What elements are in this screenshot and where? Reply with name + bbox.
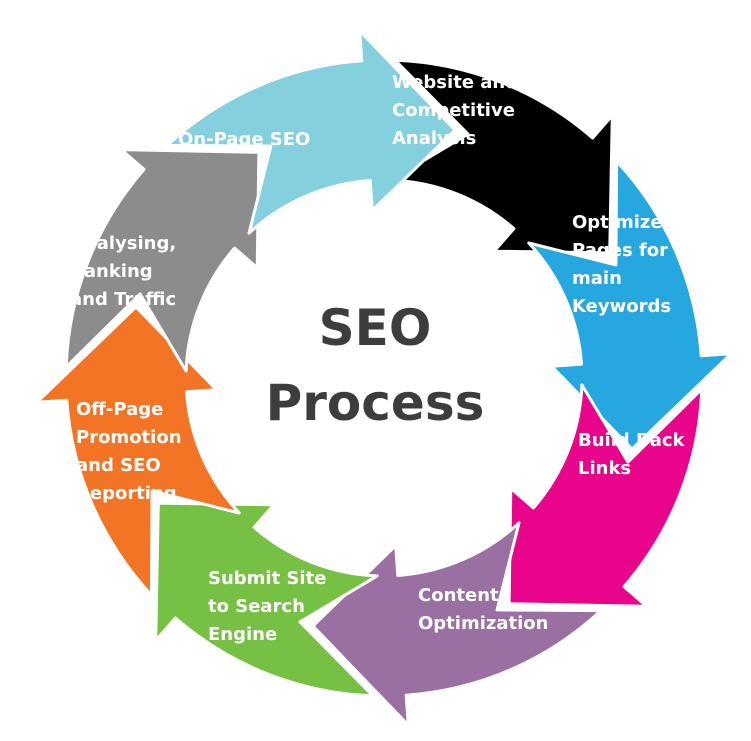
cycle-arrow-segment-2: [527, 159, 733, 451]
step-label-6-line-3: and SEO: [76, 455, 161, 476]
center-title-line-2: Process: [266, 374, 485, 432]
step-label-2-line-4: Keywords: [572, 296, 671, 317]
step-label-6-line-4: Reporting: [76, 483, 177, 504]
cycle-arrow-segment-3: [507, 383, 704, 608]
step-label-7: Analysing, Ranking and Traffic: [70, 233, 176, 310]
step-label-4-line-1: Content: [418, 585, 499, 606]
step-label-7-line-1: Analysing,: [70, 233, 176, 254]
step-label-1-line-2: Competitive: [392, 100, 515, 121]
cycle-segments: [35, 29, 733, 727]
step-label-5-line-3: Engine: [208, 624, 277, 645]
step-label-5-line-1: Submit Site: [208, 568, 326, 589]
step-label-2-line-2: Pages for: [572, 240, 668, 261]
step-label-1-line-1: Website and: [392, 72, 518, 93]
step-label-2-line-1: Optimize: [572, 212, 663, 233]
cycle-arrow-segment-7: [64, 148, 261, 373]
step-label-5-line-2: to Search: [208, 596, 305, 617]
step-label-7-line-3: and Traffic: [70, 289, 176, 310]
step-label-6-line-2: Promotion: [76, 427, 182, 448]
step-label-7-line-2: Ranking: [70, 261, 153, 282]
center-title-line-1: SEO: [319, 299, 432, 357]
step-label-2-line-3: main: [572, 268, 622, 289]
step-label-4-line-2: Optimization: [418, 613, 548, 634]
step-label-1-line-3: Analysis: [392, 128, 476, 149]
cycle-arrow-segment-1: [389, 58, 614, 255]
step-label-8: On-Page SEO: [178, 129, 310, 150]
cycle-arrow-segment-4: [311, 521, 603, 727]
center-title: SEO Process: [266, 299, 485, 432]
step-label-3-line-2: Links: [578, 458, 631, 479]
step-label-3-line-1: Build Back: [578, 430, 686, 451]
cycle-arrow-segment-6: [35, 305, 241, 597]
cycle-arrow-segment-8: [165, 29, 457, 235]
cycle-arrow-segment-5: [154, 501, 379, 698]
step-label-6-line-1: Off-Page: [76, 399, 163, 420]
step-label-8-line-1: On-Page SEO: [178, 129, 310, 150]
